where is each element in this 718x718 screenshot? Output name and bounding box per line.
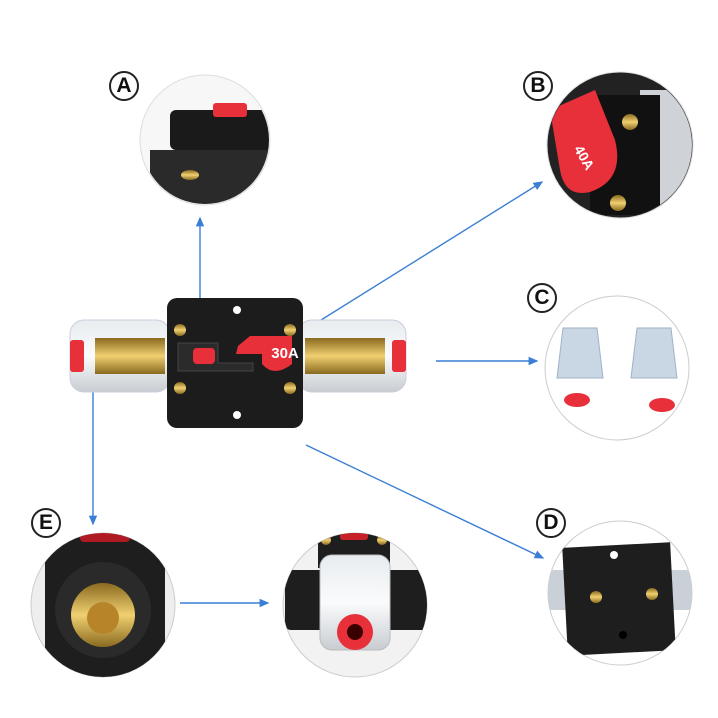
detail-a-photo bbox=[139, 74, 271, 206]
label-c: C bbox=[527, 283, 557, 313]
detail-b-photo bbox=[546, 71, 694, 219]
detail-e-photo bbox=[30, 532, 176, 678]
label-a: A bbox=[109, 71, 139, 101]
callout-arrows bbox=[88, 181, 545, 608]
arrow-to-b bbox=[304, 181, 544, 331]
label-b: B bbox=[523, 71, 553, 101]
detail-c-photo bbox=[544, 295, 690, 441]
label-e: E bbox=[31, 508, 61, 538]
main-breaker-rating: 30A bbox=[271, 345, 299, 362]
main-circuit-breaker bbox=[69, 298, 407, 428]
label-d: D bbox=[536, 508, 566, 538]
detail-side-photo bbox=[282, 532, 428, 678]
arrow-to-d bbox=[305, 444, 545, 559]
detail-d-photo bbox=[547, 520, 693, 666]
